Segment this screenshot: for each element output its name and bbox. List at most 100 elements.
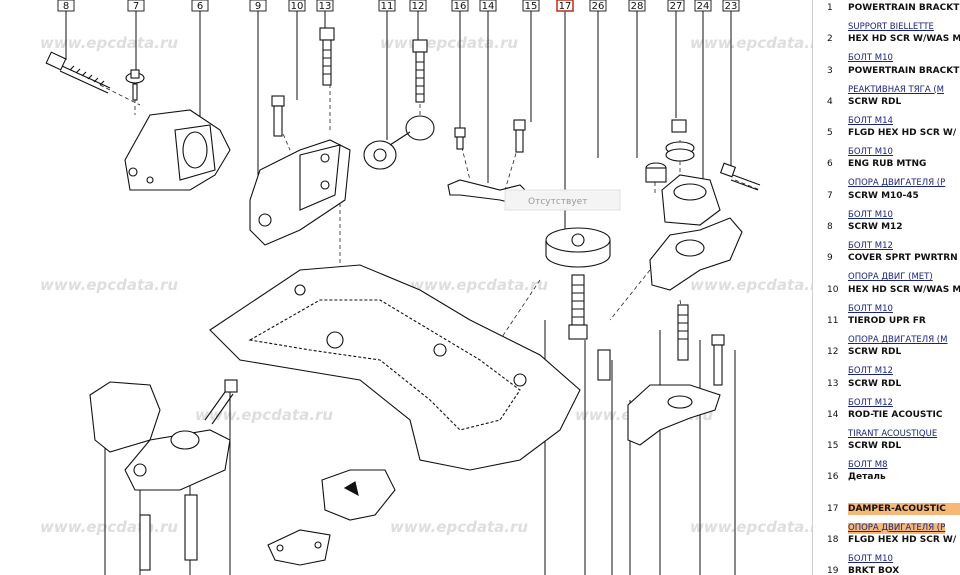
watermark-text: www.epcdata.ru — [410, 276, 548, 294]
part-row-6[interactable]: 6 ENG RUB MTNG ОПОРА ДВИГАТЕЛЯ (Р — [813, 156, 960, 189]
part-name: SCRW RDL — [848, 378, 902, 389]
callout-12[interactable]: 12 — [409, 0, 427, 12]
part-description-link[interactable]: БОЛТ М12 — [848, 366, 893, 377]
callout-26[interactable]: 26 — [589, 0, 607, 12]
part-description-link[interactable]: БОЛТ М12 — [848, 397, 893, 408]
part-description-link[interactable]: БОЛТ М10 — [848, 303, 893, 314]
watermark-text: www.epcdata.ru — [690, 34, 812, 52]
callout-box — [589, 0, 607, 12]
callout-16[interactable]: 16 — [451, 0, 469, 12]
callout-label: 26 — [592, 1, 605, 12]
callout-14[interactable]: 14 — [479, 0, 497, 12]
callout-6[interactable]: 6 — [191, 0, 209, 12]
part-description-link[interactable]: БОЛТ М12 — [848, 241, 893, 252]
part-name: SCRW RDL — [848, 441, 902, 452]
part-name: SCRW M10-45 — [848, 190, 919, 201]
callout-label: 28 — [631, 1, 644, 12]
bolt-part-7 — [125, 69, 145, 101]
part-description-link[interactable]: БОЛТ М10 — [848, 53, 893, 64]
tie-rod-part-11 — [363, 115, 435, 170]
part-name: HEX HD SCR W/WAS M — [848, 284, 960, 295]
part-number: 3 — [827, 65, 833, 76]
part-row-10[interactable]: 10 HEX HD SCR W/WAS M БОЛТ М10 — [813, 282, 960, 314]
part-description-link[interactable]: БОЛТ М10 — [848, 554, 893, 565]
watermark-text: www.epcdata.ru — [40, 34, 178, 52]
part-description-link[interactable]: SUPPORT BIELLETTE — [848, 22, 934, 32]
part-number: 10 — [827, 284, 839, 295]
callout-box — [628, 0, 646, 12]
callout-11[interactable]: 11 — [378, 0, 396, 12]
part-name: DAMPER-ACOUSTIC — [848, 502, 960, 515]
part-description-link[interactable]: ОПОРА ДВИГ (МЕТ) — [848, 272, 933, 283]
callout-box — [694, 0, 712, 12]
part-description-link[interactable]: РЕАКТИВНАЯ ТЯГА (М — [848, 84, 944, 95]
callout-label: 27 — [670, 1, 683, 12]
part-number: 8 — [827, 222, 833, 233]
part-number: 6 — [827, 159, 833, 170]
part-description-link[interactable]: БОЛТ М10 — [848, 147, 893, 158]
tooltip: Отсутствует — [504, 189, 621, 211]
callout-7[interactable]: 7 — [127, 0, 145, 12]
parts-diagram: www.epcdata.ru www.epcdata.ru www.epcdata.… — [40, 0, 812, 575]
bolt-part-10 — [271, 95, 285, 137]
callout-label: 14 — [482, 1, 495, 12]
part-name: Деталь — [848, 472, 886, 483]
tooltip-text: Отсутствует — [528, 197, 587, 207]
callout-27[interactable]: 27 — [667, 0, 685, 12]
callout-9[interactable]: 9 — [249, 0, 267, 12]
callout-23[interactable]: 23 — [722, 0, 740, 12]
part-number: 17 — [827, 503, 839, 514]
part-name: SCRW RDL — [848, 96, 902, 107]
bracket-right — [649, 217, 743, 291]
callout-label: 15 — [525, 1, 538, 12]
part-description-link[interactable]: ОПОРА ДВИГАТЕЛЯ (М — [848, 334, 948, 345]
part-name: HEX HD SCR W/WAS M — [848, 34, 960, 45]
callout-10[interactable]: 10 — [288, 0, 306, 12]
part-number: 16 — [827, 472, 839, 483]
watermark-text: www.epcdata.ru — [690, 276, 812, 294]
part-description-link[interactable]: TIRANT ACOUSTIQUE — [848, 428, 938, 439]
part-row-17[interactable]: 17 DAMPER-ACOUSTIC ОПОРА ДВИГАТЕЛЯ (Р — [813, 501, 960, 534]
part-number: 18 — [827, 535, 839, 546]
part-row-16[interactable]: 16 Деталь — [813, 469, 960, 500]
callout-box — [191, 0, 209, 12]
callout-8[interactable]: 8 — [57, 0, 75, 12]
callout-box — [667, 0, 685, 12]
bracket-lower-right — [627, 384, 721, 446]
part-number: 14 — [827, 409, 839, 420]
part-description-link[interactable]: ОПОРА ДВИГАТЕЛЯ (Р — [848, 522, 946, 534]
callout-13[interactable]: 13 — [316, 0, 334, 12]
part-number: 9 — [827, 253, 833, 264]
callout-box — [288, 0, 306, 12]
callout-box — [722, 0, 740, 12]
callout-28[interactable]: 28 — [628, 0, 646, 12]
bolt-part-15 — [513, 119, 526, 153]
part-name: ENG RUB MTNG — [848, 159, 927, 170]
part-description-link[interactable]: ОПОРА ДВИГАТЕЛЯ (Р — [848, 178, 946, 189]
bolts-lower-left — [139, 379, 238, 571]
callout-15[interactable]: 15 — [522, 0, 540, 12]
part-description-link[interactable]: БОЛТ М14 — [848, 115, 893, 126]
callout-24[interactable]: 24 — [694, 0, 712, 12]
callout-box — [409, 0, 427, 12]
part-description-link[interactable]: БОЛТ М8 — [848, 460, 888, 471]
callout-17[interactable]: 17 — [556, 0, 574, 12]
part-description-link[interactable]: БОЛТ М10 — [848, 209, 893, 220]
bolt-part-16 — [454, 127, 466, 150]
